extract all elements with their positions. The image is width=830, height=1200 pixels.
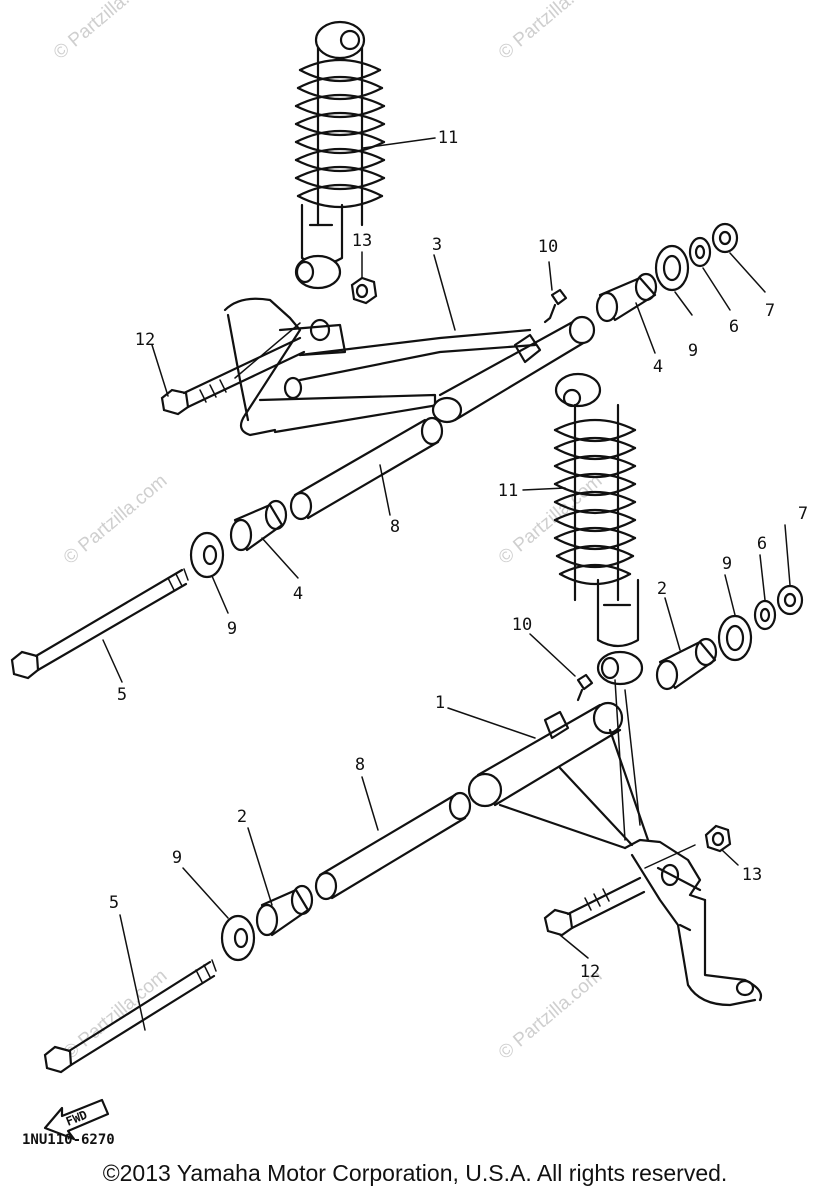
callout-seal-9-lower-left: 9 <box>172 848 182 868</box>
shaft-8-lower <box>314 791 472 901</box>
shock-absorber-lower <box>553 372 644 686</box>
callout-collar-7-lower: 7 <box>798 504 808 524</box>
callout-washer-6-lower: 6 <box>757 534 767 554</box>
callout-bushing-4-upper-left: 4 <box>293 584 303 604</box>
bushing-4-upper-right <box>595 272 658 323</box>
callout-shock-lower: 11 <box>498 481 518 501</box>
watermark: © Partzilla.com <box>60 470 172 568</box>
seal-9-lower-left <box>220 914 256 962</box>
seal-9-upper-left <box>189 531 225 579</box>
copyright-notice: ©2013 Yamaha Motor Corporation, U.S.A. A… <box>102 1160 728 1186</box>
callout-bolt-5-lower: 5 <box>109 893 119 913</box>
callout-fitting-10-lower: 10 <box>512 615 532 635</box>
callout-shaft-8-lower: 8 <box>355 755 365 775</box>
callout-seal-9-upper-right: 9 <box>688 341 698 361</box>
bushing-2-lower-right <box>655 637 718 691</box>
callout-bushing-2-lower-left: 2 <box>237 807 247 827</box>
watermarks: © Partzilla.com © Partzilla.com © Partzi… <box>50 0 607 1064</box>
callout-seal-9-lower-right: 9 <box>722 554 732 574</box>
seal-9-upper-right <box>654 244 690 292</box>
callout-bolt-12-lower: 12 <box>580 962 600 982</box>
grease-fitting-10-upper <box>543 288 568 324</box>
callout-numbers: 11 13 3 10 9 6 7 4 12 8 4 9 5 11 10 2 9 … <box>109 128 808 982</box>
a-arm-lower <box>467 701 763 1007</box>
diagram-code: 1NU110-6270 <box>22 1132 115 1148</box>
callout-arm-3: 3 <box>432 235 442 255</box>
callout-shaft-8-upper: 8 <box>390 517 400 537</box>
shock-absorber-upper <box>294 20 386 290</box>
washer-6-upper-right <box>688 236 712 268</box>
grease-fitting-10-lower <box>576 673 594 702</box>
shaft-8-upper <box>289 416 444 521</box>
callout-bushing-2-lower-right: 2 <box>657 579 667 599</box>
watermark: © Partzilla.com <box>60 965 172 1063</box>
callout-bolt-12-upper: 12 <box>135 330 155 350</box>
collar-7-upper-right <box>711 222 739 254</box>
bushing-2-lower-left <box>255 884 314 937</box>
watermark: © Partzilla.com <box>50 0 162 64</box>
callout-seal-9-upper-left: 9 <box>227 619 237 639</box>
washer-6-lower-right <box>753 599 777 631</box>
bushing-4-upper-left <box>229 499 288 552</box>
collar-7-lower-right <box>776 584 804 616</box>
seal-9-lower-right <box>717 614 753 662</box>
callout-shock-upper: 11 <box>438 128 458 148</box>
leader-lines <box>102 137 791 1031</box>
watermark: © Partzilla.com <box>495 0 607 64</box>
bolt-5-lower <box>43 959 217 1074</box>
bolt-12-upper <box>160 336 306 416</box>
callout-bushing-4-upper-right: 4 <box>653 357 663 377</box>
fwd-arrow: FWD <box>43 1098 110 1141</box>
nut-13-lower <box>704 824 732 853</box>
a-arm-upper <box>223 297 596 437</box>
callout-collar-7-upper: 7 <box>765 301 775 321</box>
callout-bolt-5-upper: 5 <box>117 685 127 705</box>
callout-nut-13-lower: 13 <box>742 865 762 885</box>
callout-nut-13-upper: 13 <box>352 231 372 251</box>
nut-13-upper <box>350 276 378 305</box>
callout-washer-6-upper: 6 <box>729 317 739 337</box>
callout-fitting-10-upper: 10 <box>538 237 558 257</box>
callout-arm-1: 1 <box>435 693 445 713</box>
fwd-label: FWD <box>64 1108 89 1129</box>
bolt-5-upper <box>10 568 189 680</box>
bolt-12-lower <box>543 876 646 937</box>
